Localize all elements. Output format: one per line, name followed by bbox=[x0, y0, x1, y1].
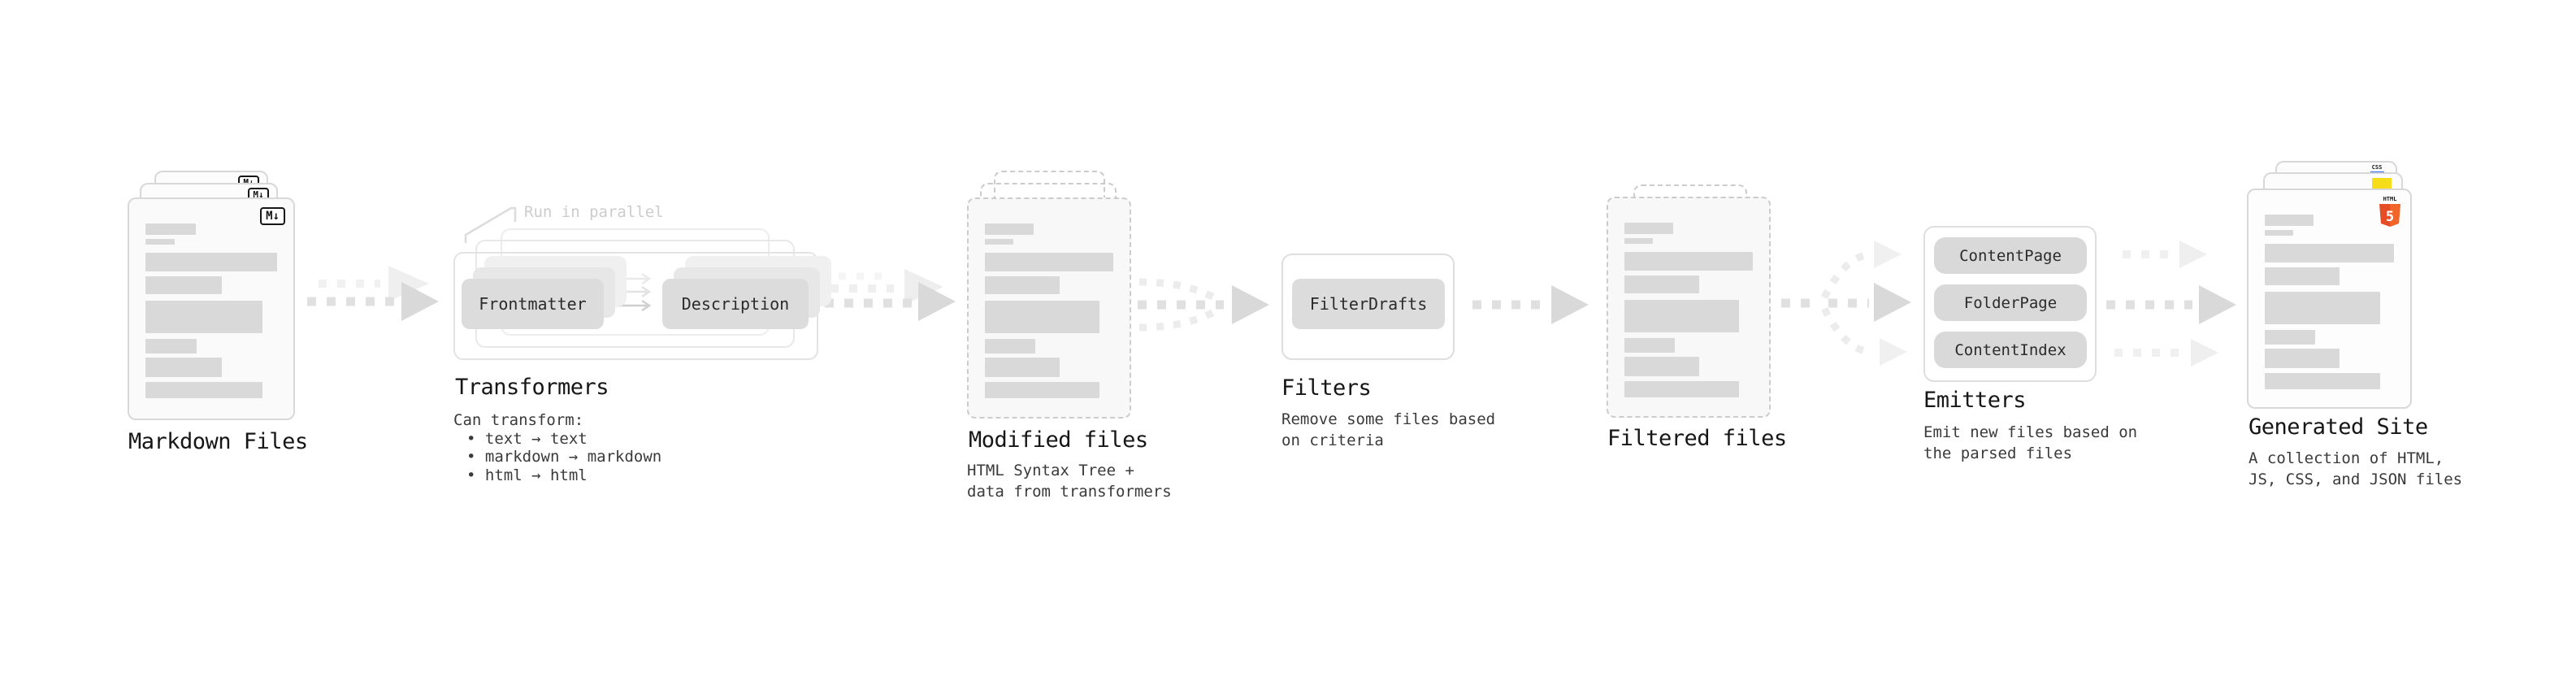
transformers-title: Transformers bbox=[455, 375, 609, 400]
text-placeholder-bar bbox=[985, 223, 1034, 235]
arrow-modified-to-filters bbox=[1138, 278, 1269, 332]
text-placeholder-bar bbox=[2265, 292, 2380, 324]
document-skeleton bbox=[145, 223, 277, 398]
arrow-filtered-to-emitters bbox=[1781, 241, 1911, 366]
text-placeholder-bar bbox=[985, 239, 1013, 245]
svg-text:HTML: HTML bbox=[2383, 196, 2397, 202]
arrow-emitters-to-generated bbox=[2106, 241, 2236, 367]
text-placeholder-bar bbox=[145, 339, 197, 354]
text-placeholder-bar bbox=[1624, 223, 1674, 234]
text-placeholder-bar bbox=[145, 358, 222, 377]
arrow-markdown-to-transformers bbox=[307, 266, 439, 321]
document-skeleton bbox=[985, 223, 1113, 398]
markdown-icon: M↓ bbox=[260, 207, 285, 225]
generated-site-title: Generated Site bbox=[2249, 414, 2428, 440]
contentpage-button: ContentPage bbox=[1934, 237, 2087, 274]
transform-type-item: • html → html bbox=[466, 466, 588, 484]
markdown-files-title: Markdown Files bbox=[128, 429, 308, 454]
svg-text:5: 5 bbox=[2386, 209, 2394, 225]
filters-subtitle: Remove some files based on criteria bbox=[1281, 410, 1496, 449]
arrow-transformers-to-modified bbox=[825, 269, 956, 321]
text-placeholder-bar bbox=[985, 276, 1060, 294]
text-placeholder-bar bbox=[2265, 244, 2394, 262]
text-placeholder-bar bbox=[1624, 238, 1653, 244]
text-placeholder-bar bbox=[2265, 215, 2314, 226]
javascript-icon bbox=[2372, 178, 2392, 189]
text-placeholder-bar bbox=[1624, 338, 1675, 353]
text-placeholder-bar bbox=[985, 382, 1099, 398]
transform-type-item: • text → text bbox=[466, 429, 588, 448]
modified-doc-front bbox=[967, 197, 1131, 419]
text-placeholder-bar bbox=[985, 253, 1113, 271]
html5-icon: HTML 5 bbox=[2379, 196, 2400, 227]
text-placeholder-bar bbox=[1624, 252, 1753, 271]
text-placeholder-bar bbox=[145, 382, 263, 398]
emitters-subtitle: Emit new files based on the parsed files bbox=[1923, 423, 2138, 462]
filterdrafts-button: FilterDrafts bbox=[1292, 279, 1445, 329]
text-placeholder-bar bbox=[2265, 230, 2293, 236]
transformers-intro: Can transform: bbox=[453, 411, 584, 429]
text-placeholder-bar bbox=[985, 301, 1099, 333]
frontmatter-button: Frontmatter bbox=[462, 279, 604, 329]
text-placeholder-bar bbox=[2265, 373, 2380, 389]
generated-doc-html: HTML 5 bbox=[2247, 189, 2412, 409]
text-placeholder-bar bbox=[1624, 275, 1699, 293]
emitters-title: Emitters bbox=[1923, 388, 2027, 413]
modified-files-subtitle: HTML Syntax Tree + data from transformer… bbox=[967, 462, 1172, 501]
modified-doc-back bbox=[994, 171, 1105, 208]
text-placeholder-bar bbox=[145, 253, 277, 271]
run-in-parallel-label: Run in parallel bbox=[524, 203, 664, 221]
text-placeholder-bar bbox=[2265, 349, 2340, 368]
text-placeholder-bar bbox=[2265, 330, 2315, 345]
document-skeleton bbox=[1624, 223, 1753, 397]
text-placeholder-bar bbox=[2265, 267, 2340, 285]
filtered-files-title: Filtered files bbox=[1607, 426, 1787, 451]
text-placeholder-bar bbox=[1624, 300, 1739, 332]
text-placeholder-bar bbox=[145, 223, 196, 235]
text-placeholder-bar bbox=[145, 239, 175, 245]
text-placeholder-bar bbox=[145, 276, 222, 294]
modified-files-title: Modified files bbox=[969, 427, 1148, 453]
filtered-doc-front bbox=[1607, 197, 1771, 418]
contentindex-button: ContentIndex bbox=[1934, 332, 2087, 368]
transformers-description: Can transform: • text → text • markdown … bbox=[453, 411, 661, 484]
text-placeholder-bar bbox=[1624, 357, 1699, 376]
description-button: Description bbox=[662, 279, 809, 329]
document-skeleton bbox=[2265, 215, 2394, 389]
text-placeholder-bar bbox=[1624, 381, 1739, 397]
generated-site-subtitle: A collection of HTML, JS, CSS, and JSON … bbox=[2249, 449, 2463, 488]
text-placeholder-bar bbox=[985, 339, 1035, 354]
filters-title: Filters bbox=[1281, 375, 1372, 401]
folderpage-button: FolderPage bbox=[1934, 284, 2087, 321]
transform-type-item: • markdown → markdown bbox=[466, 448, 662, 466]
markdown-doc-front: M↓ bbox=[128, 197, 295, 420]
text-placeholder-bar bbox=[985, 358, 1060, 377]
arrow-filters-to-filtered bbox=[1472, 285, 1589, 324]
text-placeholder-bar bbox=[145, 301, 263, 333]
